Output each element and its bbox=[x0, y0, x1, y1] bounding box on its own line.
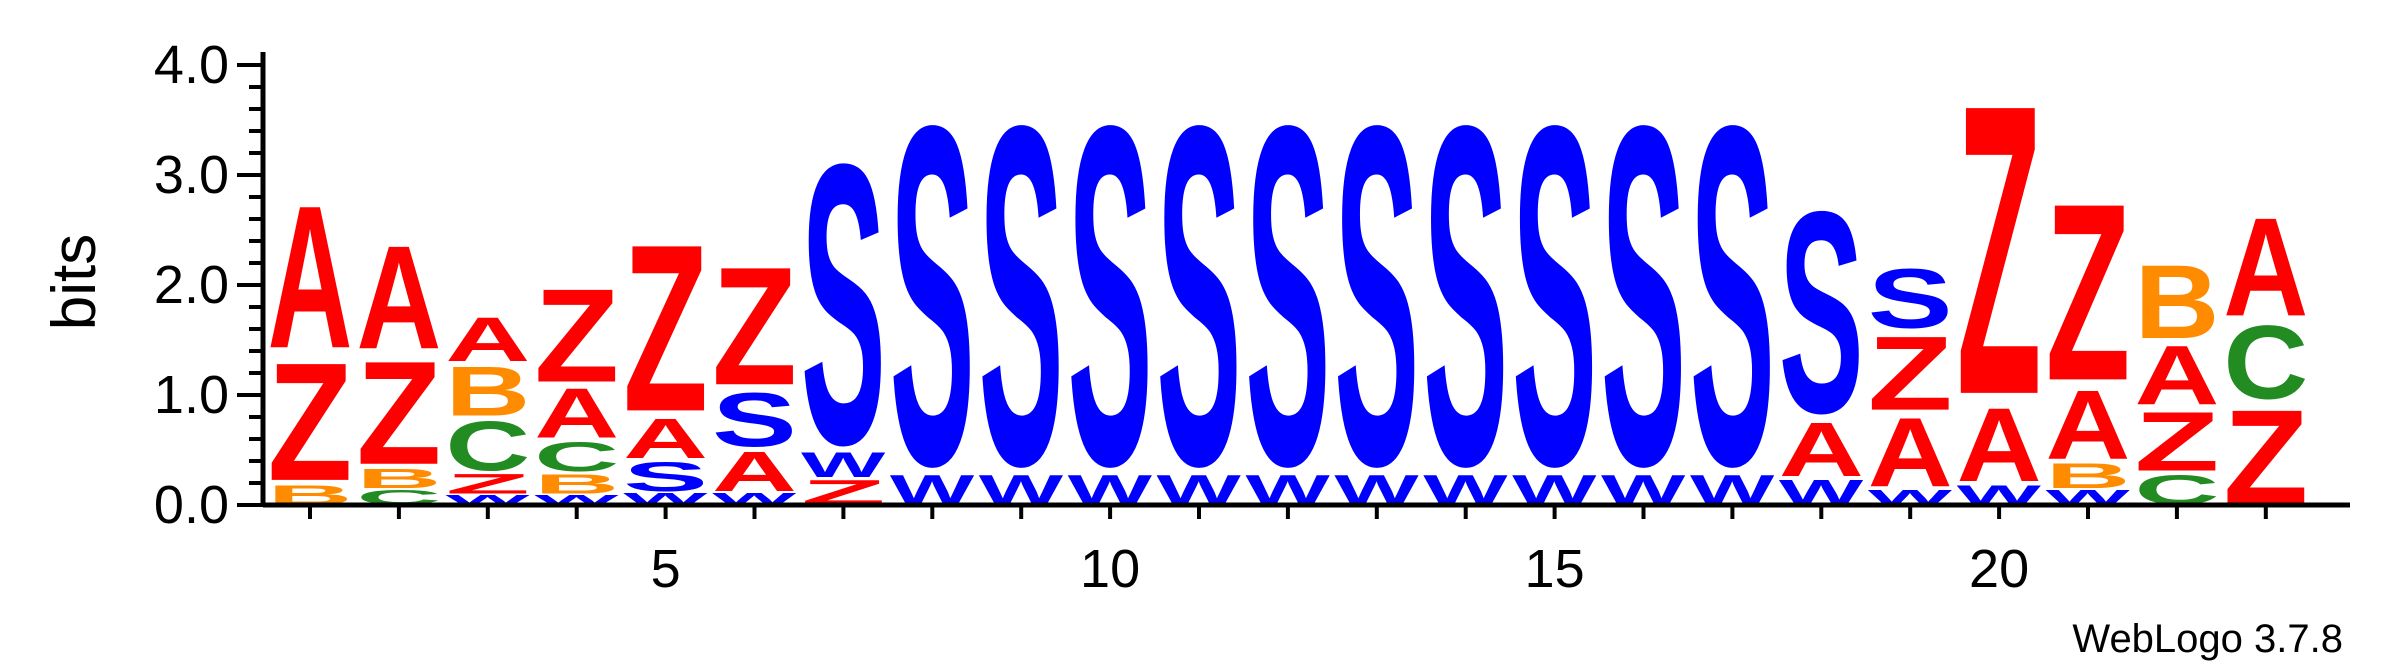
logo-letter-s: S bbox=[1334, 25, 1419, 565]
logo-letter-s: S bbox=[1068, 25, 1153, 565]
logo-letter-a: A bbox=[623, 407, 708, 470]
y-tick-label: 1.0 bbox=[154, 365, 229, 425]
logo-letter-z: Z bbox=[534, 261, 619, 410]
logo-letter-z: Z bbox=[268, 327, 353, 516]
logo-letter-s: S bbox=[801, 80, 886, 527]
logo-letter-b: B bbox=[534, 469, 619, 500]
logo-letter-s: S bbox=[1690, 25, 1775, 565]
x-tick-label: 20 bbox=[1969, 539, 2029, 599]
weblogo-credit: WebLogo 3.7.8 bbox=[2072, 617, 2343, 661]
logo-letter-a: A bbox=[2223, 190, 2308, 346]
logo-letter-s: S bbox=[623, 453, 708, 500]
logo-letter-a: A bbox=[534, 374, 619, 453]
x-tick-label: 5 bbox=[651, 539, 681, 599]
logo-letter-z: Z bbox=[2046, 151, 2131, 433]
logo-letter-s: S bbox=[1512, 25, 1597, 565]
logo-letter-a: A bbox=[445, 304, 530, 374]
logo-letter-a: A bbox=[356, 216, 441, 381]
logo-letter-s: S bbox=[1423, 25, 1508, 565]
logo-letter-z: Z bbox=[623, 195, 708, 461]
x-tick-label: 10 bbox=[1080, 539, 1140, 599]
logo-letter-a: A bbox=[1957, 386, 2042, 504]
y-tick-label: 0.0 bbox=[154, 475, 229, 535]
logo-letter-z: Z bbox=[356, 331, 441, 496]
logo-letter-a: A bbox=[712, 440, 797, 503]
logo-letter-b: B bbox=[445, 352, 530, 431]
logo-letter-z: Z bbox=[1957, 20, 2042, 481]
logo-letter-s: S bbox=[712, 377, 797, 463]
logo-letter-a: A bbox=[2134, 328, 2219, 423]
logo-letter-s: S bbox=[1779, 153, 1864, 474]
logo-letter-a: A bbox=[268, 165, 353, 392]
logo-letter-z: Z bbox=[1868, 315, 1953, 433]
y-axis-label: bits bbox=[40, 234, 109, 330]
logo-letter-c: C bbox=[445, 407, 530, 486]
logo-letter-s: S bbox=[890, 25, 975, 565]
logo-letter-b: B bbox=[2046, 456, 2131, 495]
logo-letter-s: S bbox=[979, 25, 1064, 565]
logo-letter-b: B bbox=[2134, 243, 2219, 361]
y-tick-label: 4.0 bbox=[154, 35, 229, 95]
logo-letter-z: Z bbox=[2134, 395, 2219, 489]
logo-letter-a: A bbox=[2046, 370, 2131, 480]
x-tick-label: 15 bbox=[1525, 539, 1585, 599]
logo-letter-s: S bbox=[1601, 25, 1686, 565]
logo-letter-c: C bbox=[534, 433, 619, 480]
y-tick-label: 2.0 bbox=[154, 255, 229, 315]
logo-letter-c: C bbox=[2223, 303, 2308, 421]
y-axis: 0.0 1.0 2.0 3.0 4.0 bbox=[154, 35, 266, 535]
x-axis: 5 10 15 20 bbox=[263, 502, 2350, 599]
y-tick-label: 3.0 bbox=[154, 145, 229, 205]
logo-letter-z: Z bbox=[712, 232, 797, 421]
logo-letter-w: W bbox=[801, 446, 885, 485]
logo-letter-z: Z bbox=[445, 468, 530, 499]
logo-letter-s: S bbox=[1157, 25, 1242, 565]
logo-letter-s: S bbox=[1245, 25, 1330, 565]
logo-letter-s: S bbox=[1868, 251, 1953, 345]
logo-letter-a: A bbox=[1868, 398, 1953, 508]
logo-letter-b: B bbox=[356, 463, 441, 494]
logo-letter-a: A bbox=[1779, 407, 1864, 493]
